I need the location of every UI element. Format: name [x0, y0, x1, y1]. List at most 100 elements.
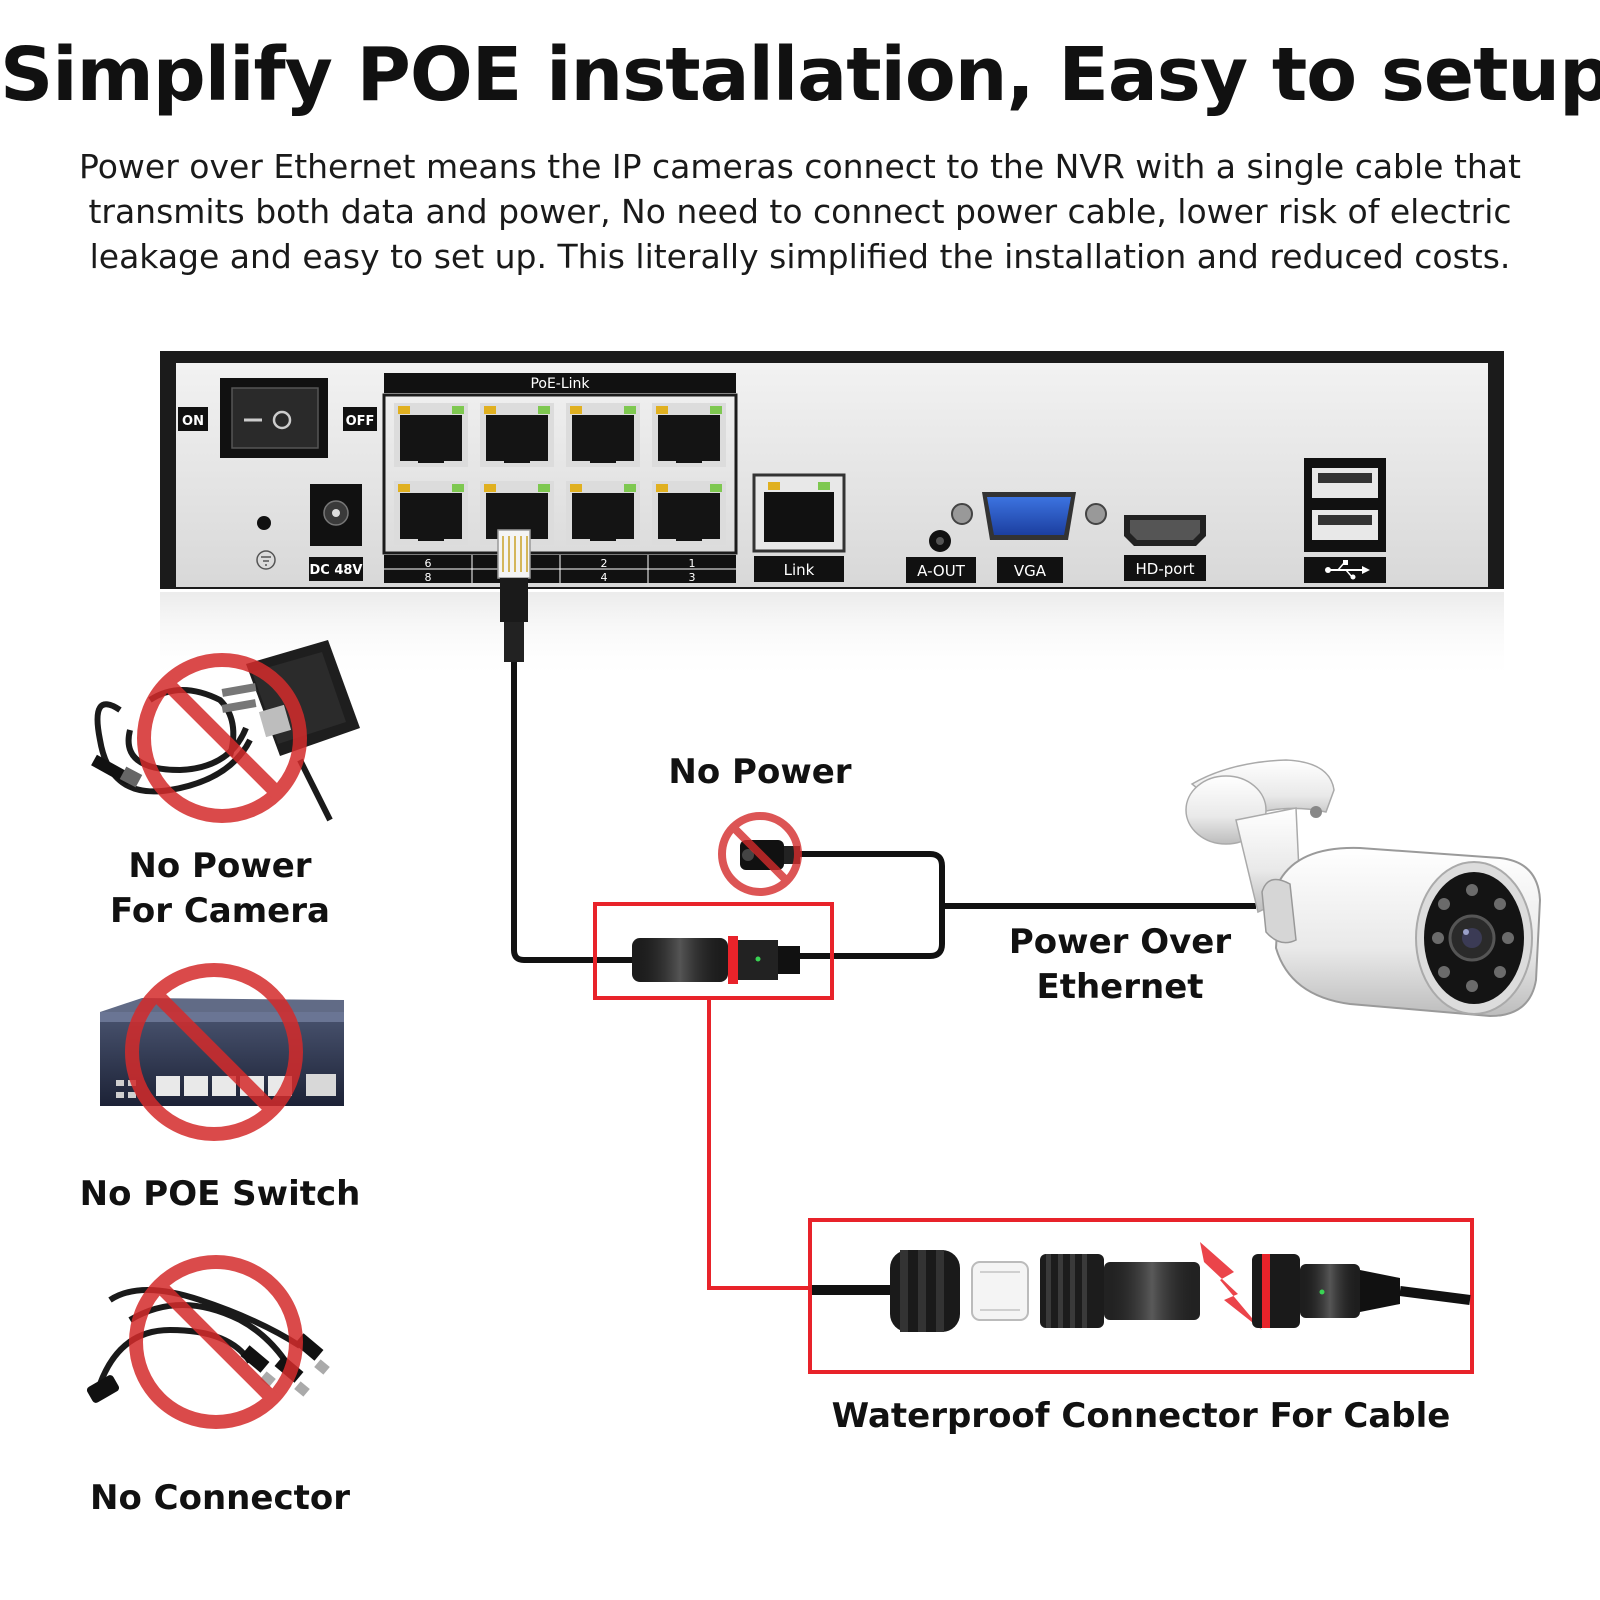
poe-port-led-icon [710, 406, 722, 414]
poe-ethernet-port [566, 403, 640, 467]
poe-label-line-1: Power Over [1008, 922, 1232, 962]
vga-label: VGA [1014, 562, 1047, 580]
ir-led-icon [1466, 980, 1478, 992]
ir-led-icon [1494, 966, 1506, 978]
port-number-bottom: 8 [425, 571, 432, 584]
usb-port-tongue [1318, 515, 1372, 525]
poe-port-tab [418, 455, 444, 463]
vga-port-face [987, 497, 1071, 535]
reset-hole-icon [257, 516, 271, 530]
poe-port-tab [504, 455, 530, 463]
connector-highlight-box [593, 902, 834, 1000]
poe-port-led-icon [656, 484, 668, 492]
intro-line-2: transmits both data and power, No need t… [88, 192, 1512, 231]
prohibited-icon [718, 812, 802, 896]
dc-label: DC 48V [309, 563, 362, 578]
dc-power-jack [310, 484, 362, 546]
port-number-top: 6 [425, 557, 432, 570]
poe-port-block [382, 393, 738, 555]
poe-ethernet-port [652, 481, 726, 545]
poe-port-led-icon [452, 484, 464, 492]
switch-off-label: OFF [346, 414, 375, 429]
poe-header-bar [384, 373, 736, 393]
link-ethernet-port [752, 473, 846, 553]
sealing-nut-icon [890, 1250, 960, 1332]
usb-icon [1325, 560, 1370, 580]
dc-power-lead [800, 851, 945, 918]
aout-label: A-OUT [917, 562, 966, 580]
poe-port-led-icon [538, 406, 550, 414]
poe-port-led-icon [656, 406, 668, 414]
ir-led-icon [1432, 932, 1444, 944]
nvr-reflection [160, 592, 1504, 682]
waterproof-cable-right [1399, 1286, 1471, 1305]
intro-line-1: Power over Ethernet means the IP cameras… [79, 147, 1521, 186]
prohibited-icon [125, 963, 303, 1141]
poe-header-label: PoE-Link [530, 376, 590, 392]
vga-label-tag [997, 557, 1063, 583]
poe-ethernet-port [394, 481, 468, 545]
nvr-rear-panel: ON OFF DC 48V PoE-Link [160, 351, 1504, 682]
intro-line-3: leakage and easy to set up. This literal… [89, 237, 1511, 276]
switch-off-tag [343, 407, 377, 431]
poe-port-led-icon [484, 484, 496, 492]
poe-port-led-icon [570, 484, 582, 492]
aout-label-tag [906, 557, 976, 583]
hdmi-port [1124, 515, 1206, 546]
ir-led-icon [1438, 898, 1450, 910]
poe-port-led-icon [538, 484, 550, 492]
link-port-led-icon [818, 482, 830, 490]
link-port-socket [764, 492, 834, 542]
highlight-leader-line [707, 998, 810, 1290]
ethernet-cable-from-nvr [511, 662, 632, 963]
no-power-camera-line-1: No Power [128, 846, 312, 886]
power-adapter-icon [91, 640, 360, 822]
rocker-switch-face [231, 387, 319, 449]
port-number-top: 1 [689, 557, 696, 570]
vga-screw-icon [1085, 503, 1107, 525]
poe-port-socket [658, 415, 720, 461]
usb-ports [1304, 458, 1386, 552]
ir-led-icon [1494, 898, 1506, 910]
poe-ethernet-port [652, 403, 726, 467]
ethernet-cable-to-splitter [800, 918, 945, 959]
poe-port-led-icon [624, 484, 636, 492]
no-power-camera-label: No Power For Camera [90, 844, 350, 934]
poe-port-led-icon [398, 406, 410, 414]
poe-port-tab [676, 533, 702, 541]
poe-port-socket [658, 493, 720, 539]
no-connector-label: No Connector [90, 1478, 350, 1518]
switch-off-mark-icon [272, 410, 292, 430]
link-label-tag [754, 556, 844, 582]
pigtail-rj45-connector [632, 936, 800, 984]
switch-on-label: ON [182, 414, 204, 429]
no-power-label: No Power [668, 752, 852, 792]
connector-led-icon [755, 956, 761, 962]
vga-screw-icon [951, 503, 973, 525]
ir-led-icon [1466, 884, 1478, 896]
vga-port [951, 492, 1107, 540]
mount-screw-icon [1310, 806, 1322, 818]
waterproof-connector-label: Waterproof Connector For Cable [831, 1396, 1451, 1436]
poe-port-led-icon [624, 406, 636, 414]
switch-on-tag [178, 407, 208, 431]
intro-paragraph: Power over Ethernet means the IP cameras… [40, 144, 1560, 279]
rubber-seal-icon [971, 1261, 1029, 1321]
rj45-plug-icon [497, 529, 531, 662]
poe-label: Power Over Ethernet [990, 920, 1250, 1010]
poe-port-socket [572, 415, 634, 461]
poe-port-socket [572, 493, 634, 539]
dc-splitter-cable-icon [86, 1287, 330, 1403]
poe-ethernet-port [394, 403, 468, 467]
ir-led-icon [1502, 932, 1514, 944]
no-poe-switch-label: No POE Switch [79, 1174, 361, 1214]
poe-port-led-icon [452, 406, 464, 414]
poe-port-tab [418, 533, 444, 541]
connection-bolt-icon [1200, 1242, 1262, 1330]
lens-glare [1463, 929, 1469, 935]
port-number-bottom: 4 [601, 571, 608, 584]
waterproof-connector-assembly [812, 1242, 1471, 1332]
poe-port-led-icon [710, 484, 722, 492]
female-socket-icon [1252, 1254, 1400, 1328]
